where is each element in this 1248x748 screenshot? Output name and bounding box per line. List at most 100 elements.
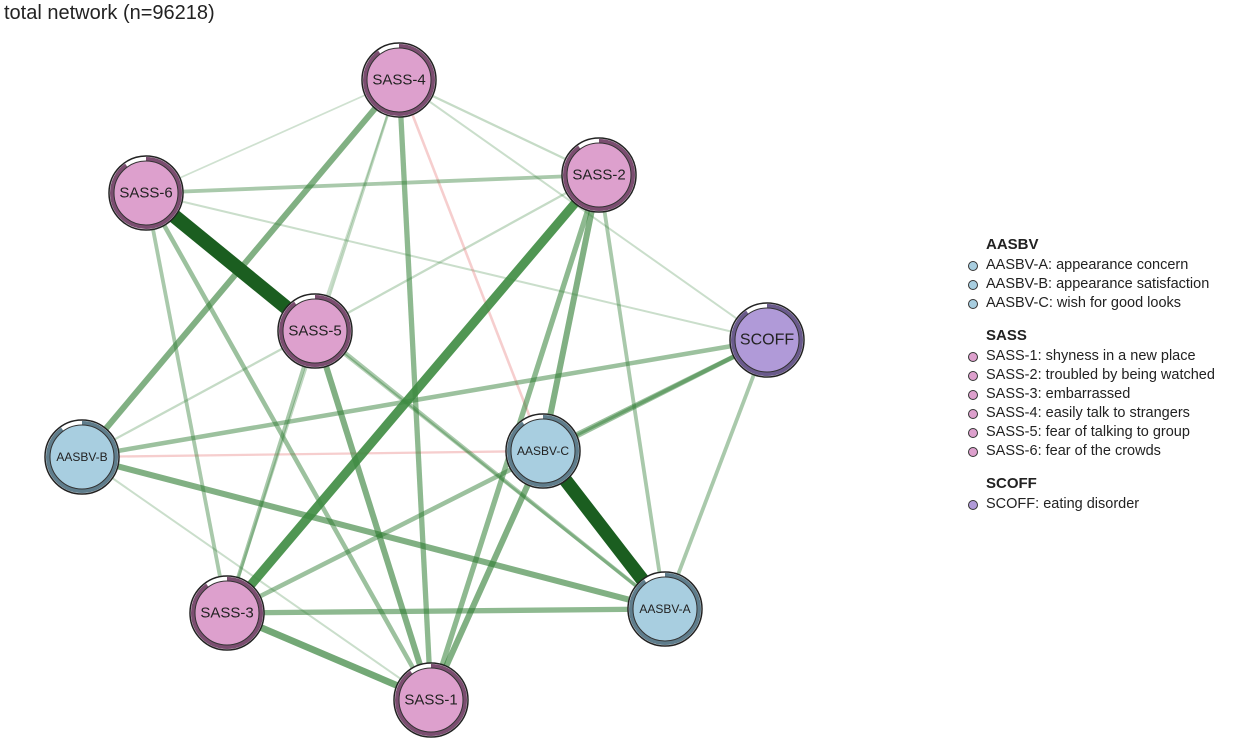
node-sass-2: SASS-2 bbox=[561, 137, 637, 213]
node-scoff: SCOFF bbox=[729, 302, 805, 378]
node-aasbv-a: AASBV-A bbox=[627, 571, 703, 647]
node-predictability-ring bbox=[191, 577, 263, 649]
legend-group-title: SCOFF bbox=[986, 475, 1037, 492]
chart-title: total network (n=96218) bbox=[4, 2, 215, 24]
edge-sass-2-aasbv-c bbox=[540, 174, 602, 452]
legend-group-scoff: SCOFF SCOFF: eating disorder bbox=[968, 475, 1215, 514]
node-fill bbox=[366, 47, 432, 113]
node-label: SASS-3 bbox=[200, 605, 253, 622]
legend-item: SASS-6: fear of the crowds bbox=[968, 442, 1215, 461]
node-fill bbox=[113, 160, 179, 226]
edge-sass-2-aasbv-a bbox=[597, 174, 667, 610]
edge-sass-5-sass-2 bbox=[314, 173, 600, 333]
legend-group-title: AASBV bbox=[986, 236, 1039, 253]
legend-item: SASS-5: fear of talking to group bbox=[968, 423, 1215, 442]
node-fill bbox=[510, 418, 576, 484]
node-aasbv-b: AASBV-B bbox=[44, 419, 120, 495]
legend-color-dot bbox=[968, 389, 978, 400]
node-sass-3: SASS-3 bbox=[189, 575, 265, 651]
legend-item-label: SASS-3: embarrassed bbox=[986, 386, 1131, 402]
edge-aasbv-c-scoff bbox=[541, 337, 769, 454]
edge-aasbv-b-scoff bbox=[81, 337, 768, 460]
edge-sass-4-aasbv-c bbox=[397, 79, 545, 452]
legend-color-dot bbox=[968, 370, 978, 381]
edge-aasbv-c-sass-1 bbox=[428, 449, 546, 702]
node-aasbv-c: AASBV-C bbox=[505, 413, 581, 489]
node-label: SASS-2 bbox=[572, 167, 625, 184]
node-fill bbox=[734, 307, 800, 373]
node-fill bbox=[194, 580, 260, 646]
edge-aasbv-b-sass-5 bbox=[81, 329, 316, 459]
legend-color-dot bbox=[968, 427, 978, 438]
node-label: AASBV-A bbox=[639, 602, 690, 616]
node-fill bbox=[49, 424, 115, 490]
node-label: SCOFF bbox=[740, 332, 794, 349]
node-sass-5: SASS-5 bbox=[277, 293, 353, 369]
node-predictability-ring bbox=[279, 295, 351, 367]
node-fill bbox=[632, 576, 698, 642]
node-predictability-ring bbox=[46, 421, 118, 493]
node-sass-1: SASS-1 bbox=[393, 662, 469, 738]
edge-sass-4-scoff bbox=[398, 79, 768, 341]
edge-sass-5-sass-1 bbox=[312, 330, 434, 701]
edge-sass-6-sass-1 bbox=[144, 191, 433, 702]
legend-item: SASS-3: embarrassed bbox=[968, 385, 1215, 404]
legend-item: AASBV-C: wish for good looks bbox=[968, 294, 1215, 313]
node-label: AASBV-B bbox=[56, 450, 107, 464]
node-label: SASS-1 bbox=[404, 692, 457, 709]
edge-sass-4-sass-5 bbox=[314, 79, 400, 332]
node-sass-6: SASS-6 bbox=[108, 155, 184, 231]
edge-sass-6-sass-3 bbox=[144, 192, 229, 614]
legend-item-label: AASBV-C: wish for good looks bbox=[986, 295, 1182, 311]
node-sass-4: SASS-4 bbox=[361, 42, 437, 118]
node-label: SASS-5 bbox=[288, 323, 341, 340]
legend-item-label: SASS-2: troubled by being watched bbox=[986, 367, 1215, 383]
node-predictability-ring bbox=[629, 573, 701, 645]
legend-color-dot bbox=[968, 260, 978, 271]
legend-item-label: SASS-6: fear of the crowds bbox=[986, 443, 1161, 459]
legend-item: SASS-1: shyness in a new place bbox=[968, 347, 1215, 366]
legend-item-label: SASS-4: easily talk to strangers bbox=[986, 405, 1190, 421]
node-label: SASS-4 bbox=[372, 72, 425, 89]
legend-item-label: SASS-5: fear of talking to group bbox=[986, 424, 1190, 440]
legend-item-label: SASS-1: shyness in a new place bbox=[986, 348, 1196, 364]
legend-color-dot bbox=[968, 298, 978, 309]
node-predictability-ring bbox=[363, 44, 435, 116]
legend-item-label: AASBV-B: appearance satisfaction bbox=[986, 276, 1210, 292]
node-predictability-ring bbox=[563, 139, 635, 211]
legend-color-dot bbox=[968, 446, 978, 457]
edge-sass-5-aasbv-a bbox=[314, 329, 666, 611]
legend-color-dot bbox=[968, 408, 978, 419]
edge-sass-3-scoff bbox=[225, 337, 769, 616]
legend-color-dot bbox=[968, 351, 978, 362]
node-predictability-ring bbox=[395, 664, 467, 736]
edge-sass-3-aasbv-a bbox=[226, 606, 666, 616]
edge-aasbv-b-aasbv-a bbox=[81, 454, 666, 612]
node-fill bbox=[398, 667, 464, 733]
edge-scoff-aasbv-a bbox=[663, 339, 769, 610]
node-predictability-ring bbox=[731, 304, 803, 376]
legend-color-dot bbox=[968, 499, 978, 510]
legend-item: SASS-2: troubled by being watched bbox=[968, 366, 1215, 385]
edge-aasbv-b-aasbv-c bbox=[81, 449, 544, 459]
node-predictability-ring bbox=[110, 157, 182, 229]
legend-item: SASS-4: easily talk to strangers bbox=[968, 404, 1215, 423]
edge-sass-2-sass-3 bbox=[223, 172, 603, 616]
legend-group-title: SASS bbox=[986, 327, 1027, 344]
node-predictability-ring bbox=[507, 415, 579, 487]
edge-sass-6-sass-2 bbox=[145, 173, 600, 195]
node-fill bbox=[282, 298, 348, 364]
legend-item: AASBV-B: appearance satisfaction bbox=[968, 275, 1215, 294]
legend-item: AASBV-A: appearance concern bbox=[968, 256, 1215, 275]
node-label: AASBV-C bbox=[517, 444, 569, 458]
edge-sass-5-sass-3 bbox=[225, 330, 317, 614]
legend-item: SCOFF: eating disorder bbox=[968, 495, 1215, 514]
legend-item-label: AASBV-A: appearance concern bbox=[986, 257, 1189, 273]
legend-item-label: SCOFF: eating disorder bbox=[986, 496, 1140, 512]
edge-sass-4-sass-6 bbox=[145, 79, 400, 194]
